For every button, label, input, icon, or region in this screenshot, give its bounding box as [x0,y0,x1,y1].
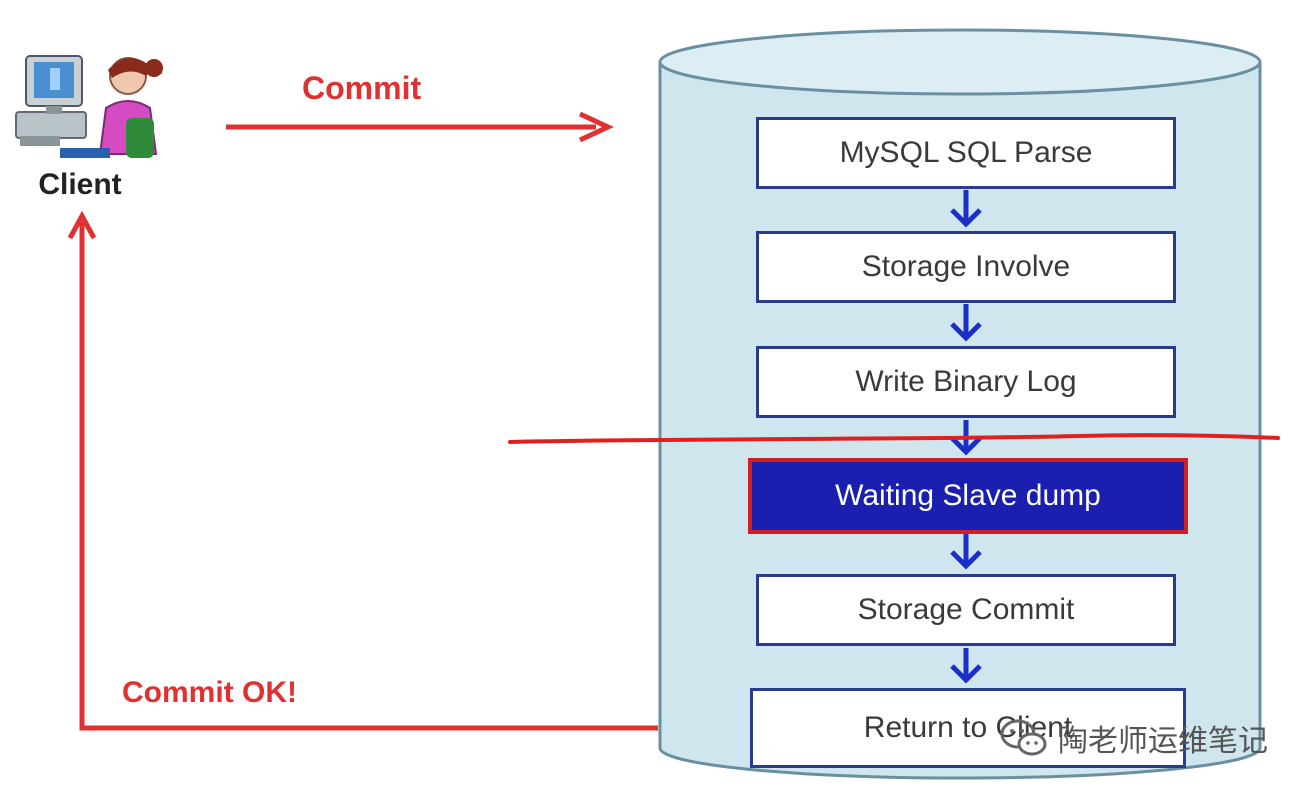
client-computer-icon [15,55,87,146]
commit-ok-label: Commit OK! [122,676,297,709]
commit-label: Commit [302,70,422,106]
watermark-text: 陶老师运维笔记 [1058,725,1268,758]
separator-line [508,433,1280,444]
wechat-icon [1000,718,1048,758]
step-storage-involve: Storage Involve [756,231,1176,303]
commit-arrow [226,111,614,143]
step-storage-commit: Storage Commit [756,574,1176,646]
step-sql-parse: MySQL SQL Parse [756,117,1176,189]
down-arrow-4 [950,534,982,570]
down-arrow-5 [950,648,982,684]
down-arrow-2 [950,304,982,342]
step-waiting-slave-dump: Waiting Slave dump [748,458,1188,534]
down-arrow-1 [950,190,982,228]
down-arrow-3 [950,420,982,456]
client-label: Client [38,168,122,201]
commit-ok-arrow [67,210,658,731]
flow-arrows [950,190,982,684]
client-person-icon [60,57,163,158]
step-write-binary-log: Write Binary Log [756,346,1176,418]
watermark: 陶老师运维笔记 [1000,716,1268,760]
step-return-to-client: Return to Client [750,688,1186,768]
